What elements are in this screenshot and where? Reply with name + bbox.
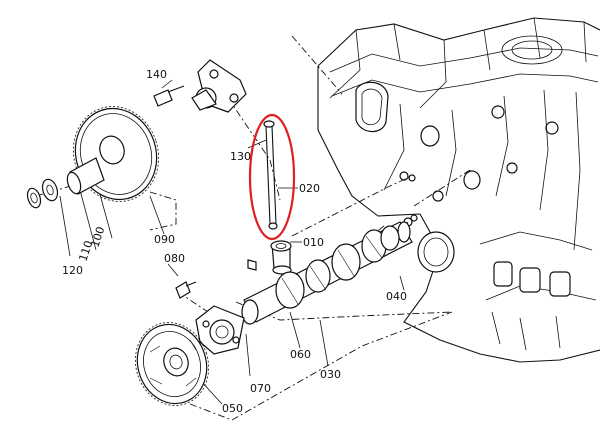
tappet xyxy=(270,240,292,275)
camshaft xyxy=(241,214,418,325)
label-090: 090 xyxy=(154,233,175,246)
thrust-plate-and-bolt xyxy=(175,281,245,355)
idle-gear-assembly xyxy=(26,106,160,209)
label-100: 100 xyxy=(88,225,107,249)
label-020: 020 xyxy=(299,182,320,195)
label-120: 120 xyxy=(62,264,83,277)
label-130: 130 xyxy=(230,150,251,163)
label-140: 140 xyxy=(146,68,167,81)
label-110: 110 xyxy=(76,239,95,263)
label-010: 010 xyxy=(303,236,324,249)
engine-block xyxy=(317,17,600,363)
push-rod xyxy=(263,120,278,230)
label-060: 060 xyxy=(290,348,311,361)
label-030: 030 xyxy=(320,368,341,381)
highlight-ellipse xyxy=(248,113,296,241)
label-050: 050 xyxy=(222,402,243,415)
label-070: 070 xyxy=(250,382,271,395)
part-labels: 140 130 020 010 080 040 090 100 110 120 … xyxy=(62,68,407,415)
label-080: 080 xyxy=(164,252,185,265)
cam-gear xyxy=(134,322,210,406)
label-040: 040 xyxy=(386,290,407,303)
bracket-and-bolt xyxy=(153,59,247,113)
